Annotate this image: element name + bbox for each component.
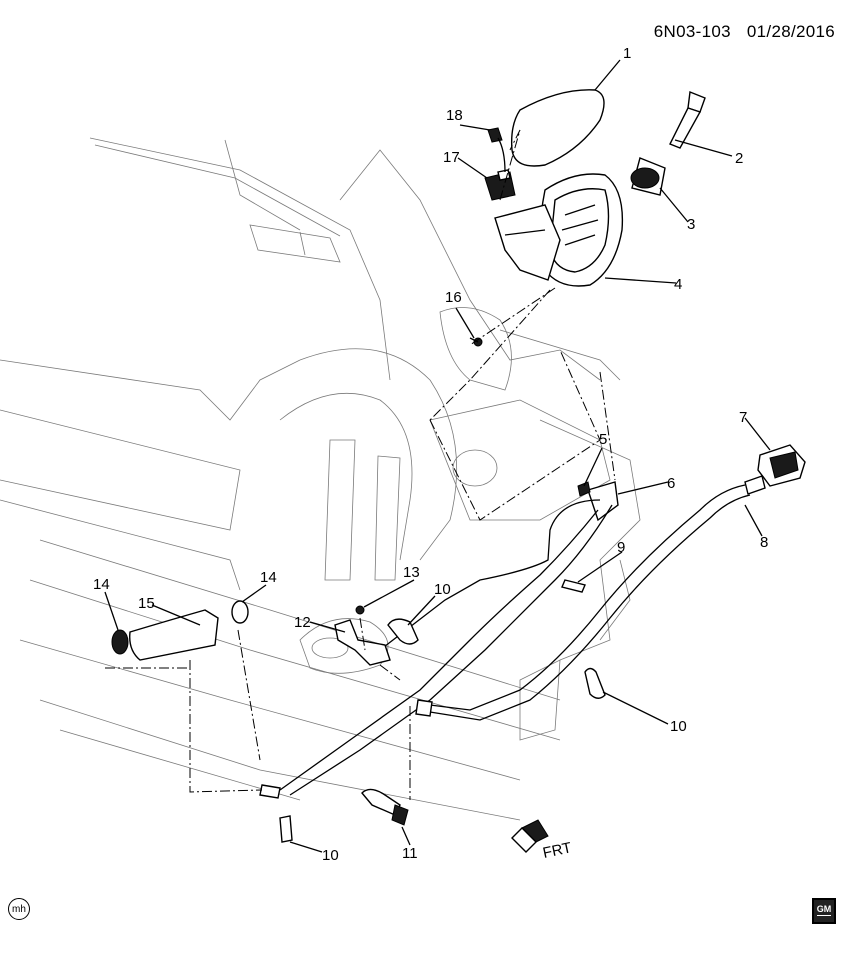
callout-8: 8 xyxy=(760,534,768,551)
clip-5 xyxy=(577,481,591,497)
callout-10-b: 10 xyxy=(670,718,687,735)
bracket-12 xyxy=(334,619,391,666)
drawing-id: 6N03-103 xyxy=(653,22,731,41)
nut-13 xyxy=(355,605,365,615)
clip-9 xyxy=(561,579,586,593)
callout-5: 5 xyxy=(599,431,607,448)
callout-13: 13 xyxy=(403,564,420,581)
reference-lines xyxy=(105,129,616,800)
callout-11: 11 xyxy=(402,845,418,862)
callout-7: 7 xyxy=(739,409,747,426)
gm-logo: GM xyxy=(812,898,836,924)
callout-2: 2 xyxy=(735,150,743,167)
callout-10-a: 10 xyxy=(434,581,451,598)
clamp-14-a xyxy=(111,629,129,655)
mh-mark: mh xyxy=(8,898,30,920)
callout-3: 3 xyxy=(687,216,695,233)
filler-pocket-housing xyxy=(494,173,624,287)
front-direction-arrow: FRT xyxy=(511,819,573,862)
clip-10-b xyxy=(584,667,606,699)
callout-14-a: 14 xyxy=(93,576,110,593)
callout-9: 9 xyxy=(617,539,625,556)
fuel-door-actuator xyxy=(484,169,516,201)
gm-logo-underline xyxy=(817,914,831,919)
callout-10-c: 10 xyxy=(322,847,339,864)
callout-16: 16 xyxy=(445,289,462,306)
callout-labels: 1 2 3 4 5 6 7 8 9 10 10 10 10 11 12 13 1… xyxy=(93,45,768,864)
vehicle-body-outline xyxy=(0,137,641,821)
gm-logo-text: GM xyxy=(816,903,832,914)
clamp-14-b xyxy=(231,600,249,624)
callout-6: 6 xyxy=(667,475,675,492)
callout-14-b: 14 xyxy=(260,569,277,586)
diagram-header: 6N03-103 01/28/2016 xyxy=(654,22,835,42)
drawing-date: 01/28/2016 xyxy=(746,22,835,41)
actuator-connector xyxy=(487,127,506,173)
fuel-filler-pipe xyxy=(259,481,751,799)
callout-17: 17 xyxy=(443,149,460,166)
clip-10-a xyxy=(387,618,419,645)
bolt-16 xyxy=(469,337,483,347)
leader-lines xyxy=(104,59,771,853)
front-label: FRT xyxy=(541,839,573,862)
vent-hose-15 xyxy=(129,609,219,661)
mh-text: mh xyxy=(12,903,26,915)
callout-1: 1 xyxy=(623,45,631,62)
callout-12: 12 xyxy=(294,614,311,631)
fuel-hose-fitting-11 xyxy=(361,788,409,826)
fuel-cap-tether xyxy=(669,91,706,149)
fuel-cap xyxy=(630,157,666,196)
clip-10-c xyxy=(279,815,293,843)
callout-15: 15 xyxy=(138,595,155,612)
callout-4: 4 xyxy=(674,276,682,293)
evap-vent-valve xyxy=(744,444,806,495)
callout-18: 18 xyxy=(446,107,463,124)
fuel-filler-door xyxy=(510,89,605,167)
